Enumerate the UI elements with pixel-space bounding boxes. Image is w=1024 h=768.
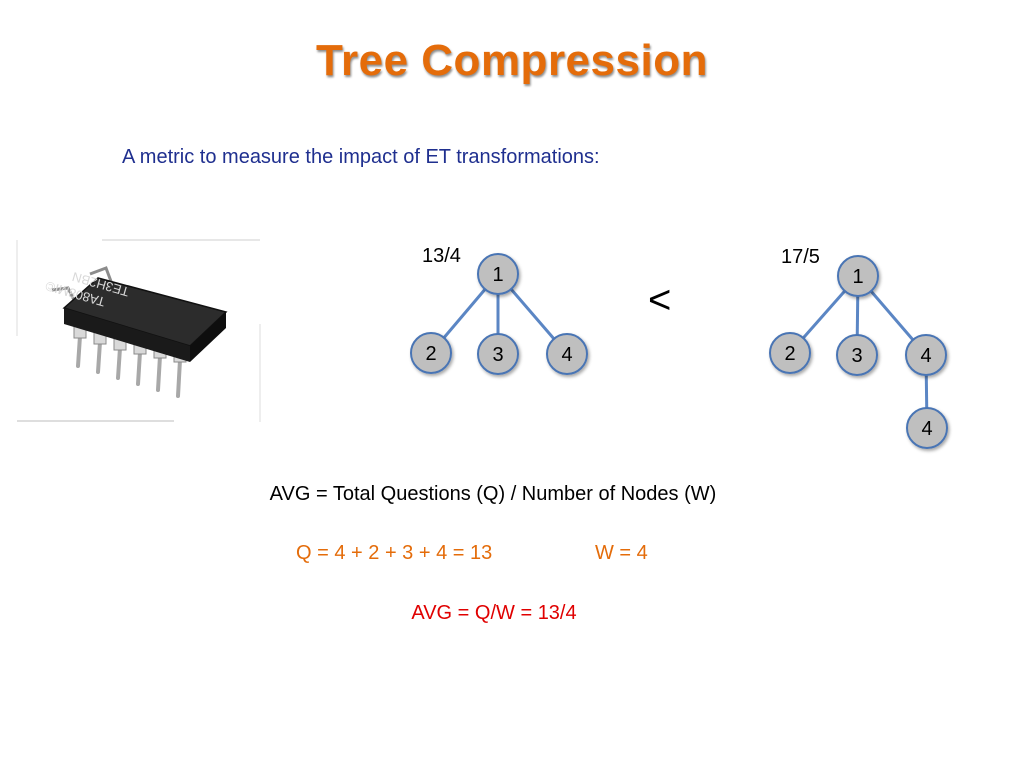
ic-chip-image: TA808MI© TE3H2BN bbox=[16, 239, 261, 422]
svg-text:4: 4 bbox=[920, 345, 931, 367]
right-tree: 17/5 1 2 3 4 4 bbox=[769, 246, 948, 449]
svg-text:1: 1 bbox=[492, 264, 503, 286]
svg-text:1: 1 bbox=[852, 266, 863, 288]
avg-result: AVG = Q/W = 13/4 bbox=[411, 602, 577, 624]
right-node-child-2: 3 bbox=[836, 334, 878, 376]
svg-text:3: 3 bbox=[851, 345, 862, 367]
left-node-child-2: 3 bbox=[477, 333, 519, 375]
right-tree-label: 17/5 bbox=[781, 246, 820, 268]
slide-subtitle: A metric to measure the impact of ET tra… bbox=[122, 146, 600, 168]
svg-text:2: 2 bbox=[784, 343, 795, 365]
right-node-child-3: 4 bbox=[905, 334, 947, 376]
left-node-child-1: 2 bbox=[410, 332, 452, 374]
svg-text:3: 3 bbox=[492, 344, 503, 366]
svg-text:2: 2 bbox=[425, 343, 436, 365]
left-node-child-3: 4 bbox=[546, 333, 588, 375]
left-tree-label: 13/4 bbox=[422, 245, 461, 267]
left-tree: 13/4 1 2 3 4 bbox=[410, 245, 588, 375]
right-node-child-1: 2 bbox=[769, 332, 811, 374]
w-formula: W = 4 bbox=[595, 542, 648, 564]
svg-text:4: 4 bbox=[561, 344, 572, 366]
right-node-grandchild: 4 bbox=[906, 407, 948, 449]
left-node-root: 1 bbox=[477, 253, 519, 295]
avg-definition: AVG = Total Questions (Q) / Number of No… bbox=[269, 483, 717, 505]
right-node-root: 1 bbox=[837, 255, 879, 297]
q-formula: Q = 4 + 2 + 3 + 4 = 13 bbox=[296, 542, 493, 564]
svg-text:4: 4 bbox=[921, 418, 932, 440]
slide-title: Tree Compression bbox=[316, 36, 708, 85]
less-than-symbol: < bbox=[648, 278, 672, 322]
